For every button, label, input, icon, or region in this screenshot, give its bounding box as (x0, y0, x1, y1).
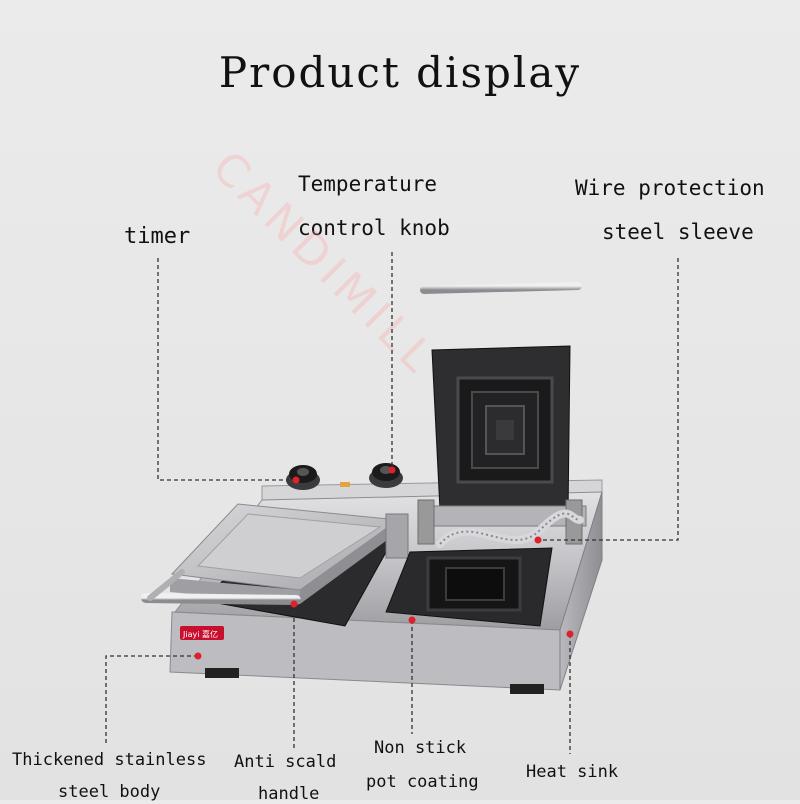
left-handle-arm (147, 569, 185, 601)
label-wire-line1: Wire protection (575, 176, 765, 200)
right-upper-mold-4 (496, 420, 514, 440)
label-body-line1: Thickened stainless (12, 750, 207, 770)
label-coating-line1: Non stick (374, 738, 467, 758)
marker-temperature (388, 466, 396, 474)
marker-handle (290, 600, 298, 608)
label-temperature-line2: control knob (298, 216, 450, 240)
temperature-knob (369, 463, 403, 488)
hinge-bracket (417, 499, 435, 545)
label-body-line2: steel body (58, 782, 161, 802)
brand-plate-text: Jiayi 嘉亿 (182, 629, 218, 639)
foot (205, 668, 239, 678)
marker-body (194, 652, 202, 660)
left-handle-bar (141, 593, 301, 605)
callout-lines (105, 252, 679, 754)
label-temperature-line1: Temperature (298, 172, 438, 196)
marker-wire (534, 536, 542, 544)
label-heat-sink: Heat sink (526, 762, 619, 782)
callout-markers (194, 466, 574, 660)
right-lower-mold-inner (445, 567, 505, 601)
lid-top-handle (420, 282, 582, 294)
wire-protection-sleeve (436, 509, 584, 548)
marker-timer (292, 476, 300, 484)
label-wire-line2: steel sleeve (602, 220, 754, 244)
left-lid-inner (196, 513, 382, 579)
label-timer: timer (124, 224, 191, 249)
label-handle-line1: Anti scald (234, 752, 337, 772)
indicator-light (340, 482, 350, 487)
label-coating-line2: pot coating (366, 772, 479, 792)
base-side (559, 491, 603, 691)
left-lid-front (300, 520, 398, 604)
brand-plate (180, 626, 224, 640)
marker-coating (408, 616, 416, 624)
timer-knob (286, 465, 320, 490)
label-handle-line2: handle (258, 784, 320, 804)
foot (510, 684, 544, 694)
marker-heat-sink (566, 630, 574, 638)
page-title: Product display (218, 48, 582, 97)
left-hinge (385, 513, 409, 559)
